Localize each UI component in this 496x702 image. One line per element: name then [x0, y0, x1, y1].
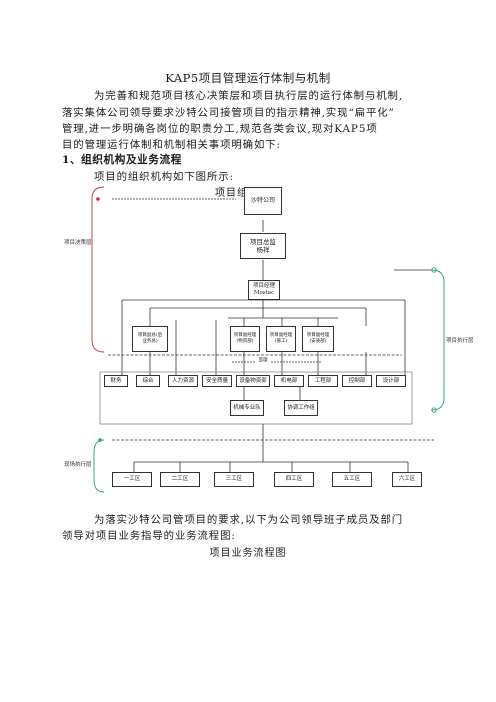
para2-line-2: 领导对项目业务指导的业务流程图: — [62, 530, 236, 542]
unit-coordination: 协调工作组 — [284, 400, 318, 416]
box-deputy-2: 项目副经理 (物资部) — [230, 326, 260, 352]
work-area-3: 三工区 — [214, 472, 254, 487]
dept-control: 控制部 — [342, 375, 372, 387]
work-area-2: 二工区 — [160, 472, 200, 487]
flow-chart-caption: 项目业务流程图 — [209, 548, 287, 559]
dept-electromech: 机电部 — [274, 375, 304, 387]
box-project-manager: 项目经理 Mostac — [248, 280, 280, 300]
dept-finance: 财务 — [104, 375, 128, 387]
unit-mechanical: 机械专业队 — [230, 400, 264, 416]
para2-line-1: 为落实沙特公司管项目的要求,以下为公司领导班子成员及部门 — [94, 514, 404, 526]
dept-design: 设计部 — [376, 375, 406, 387]
intro-line-2: 落实集体公司领导要求沙特公司接管项目的指示精神,实现“扁平化” — [62, 107, 395, 119]
document-title: KAP5项目管理运行体制与机制 — [165, 71, 331, 85]
section-heading: 1、组织机构及业务流程 — [62, 154, 182, 166]
work-area-4: 四工区 — [274, 472, 314, 487]
box-deputy-1: 项目副总(后 业务总) — [132, 326, 168, 352]
label-decision-layer: 项目决策层 — [64, 240, 92, 246]
dept-general: 综合 — [136, 375, 160, 387]
label-execution-layer: 项目执行层 — [446, 338, 474, 344]
box-saudi-company: 沙特公司 — [244, 187, 282, 215]
work-area-6: 六工区 — [392, 472, 422, 487]
work-area-5: 五工区 — [332, 472, 372, 487]
intro-line-1: 为完善和规范项目核心决策层和项目执行层的运行体制与机制, — [94, 90, 404, 102]
intro-line-3: 管理,进一步明确各岗位的职责分工,规范各类会议,现对KAP5项 — [62, 123, 378, 135]
work-area-1: 一工区 — [112, 472, 152, 487]
dept-safety: 安全质量 — [202, 375, 232, 387]
box-project-director: 项目总监 杨祥 — [240, 233, 286, 259]
box-deputy-4: 项目副经理 (安质部) — [302, 326, 334, 352]
jianli-tag: 监理 — [255, 357, 271, 365]
dept-equipment: 设备物资部 — [236, 375, 270, 387]
org-intro: 项目的组织机构如下图所示: — [94, 171, 234, 183]
intro-line-4: 目的管理运行体制和机制相关事项明确如下: — [62, 139, 281, 151]
box-deputy-3: 项目副经理 (施工) — [266, 326, 296, 352]
label-site-layer: 现场执行层 — [64, 462, 92, 468]
dept-hr: 人力资源 — [168, 375, 198, 387]
dept-engineering: 工程部 — [308, 375, 338, 387]
